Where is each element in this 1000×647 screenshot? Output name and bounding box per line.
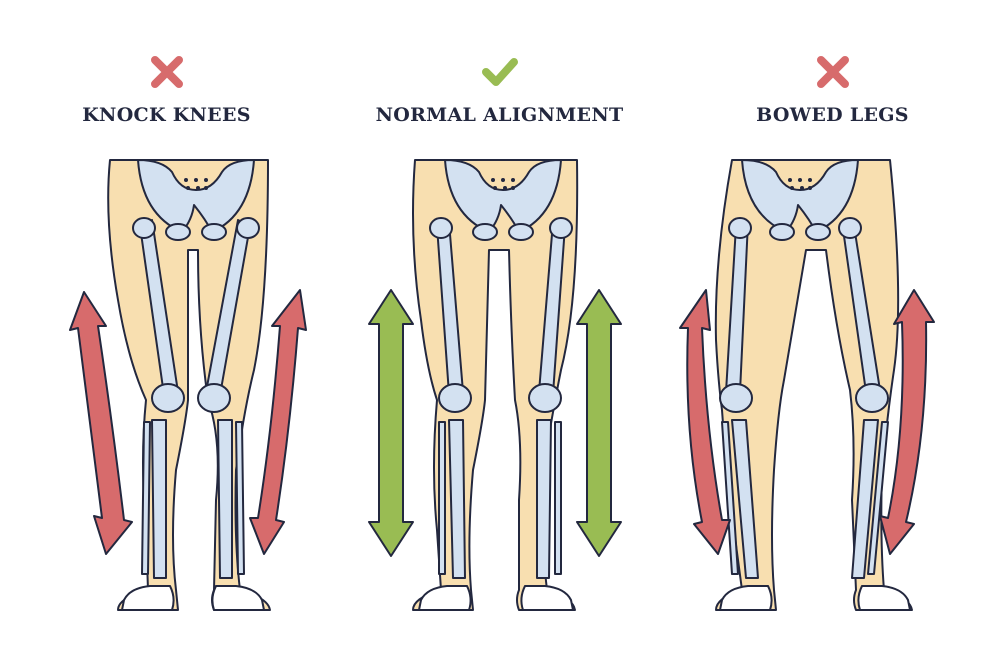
foot-bones: [122, 586, 264, 610]
left-arrow: [70, 292, 132, 554]
normal-alignment-panel: NORMAL ALIGNMENT: [333, 0, 666, 647]
cross-icon: [813, 52, 853, 92]
panel-title: KNOCK KNEES: [0, 104, 333, 126]
bowed-legs-panel: BOWED LEGS: [666, 0, 999, 647]
check-icon: [480, 52, 520, 92]
shin-bones: [439, 420, 561, 578]
panel-title: BOWED LEGS: [666, 104, 999, 126]
foot-bones: [419, 586, 573, 610]
knock-knees-panel: KNOCK KNEES: [0, 0, 333, 647]
foot-bones: [720, 586, 910, 610]
alignment-arrows: [369, 290, 621, 556]
knee-joints: [439, 384, 561, 412]
normal-alignment-figure: [333, 140, 666, 640]
left-arrow: [369, 290, 413, 556]
cross-icon: [147, 52, 187, 92]
panel-title: NORMAL ALIGNMENT: [333, 104, 666, 126]
knee-joints: [152, 384, 230, 412]
shin-bones: [142, 420, 244, 578]
knee-joints: [720, 384, 888, 412]
shin-bones: [722, 420, 888, 578]
right-arrow: [577, 290, 621, 556]
knock-knees-figure: [0, 140, 333, 640]
bowed-legs-figure: [666, 140, 999, 640]
